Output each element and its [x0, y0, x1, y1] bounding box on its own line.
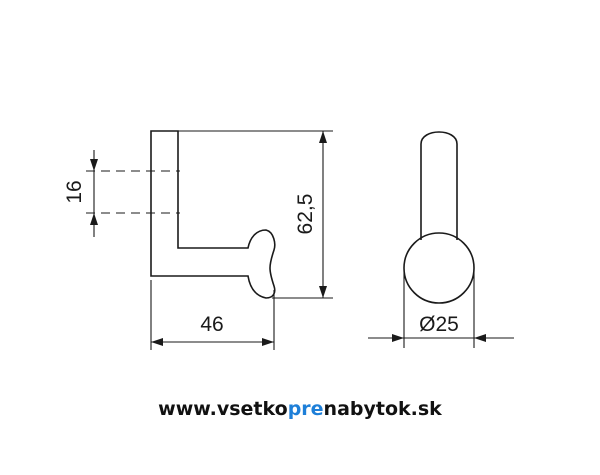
front-stem	[420, 131, 458, 240]
dim-16-arrow-top	[90, 159, 98, 171]
front-knob	[403, 232, 475, 304]
dim-62-arrow-top	[319, 131, 327, 143]
dim-d-label: Ø25	[419, 313, 459, 336]
hook-side-view	[150, 130, 276, 299]
technical-drawing: 16 62,5 46 Ø25	[63, 130, 514, 350]
website-url[interactable]: www.vsetkoprenabytok.sk	[0, 398, 600, 420]
dim-16-arrow-bottom	[90, 213, 98, 225]
hook-side-outline	[150, 130, 276, 299]
url-part-3: nabytok.sk	[323, 398, 442, 420]
dimension-16: 16	[63, 150, 98, 237]
dimension-diameter: Ø25	[368, 272, 514, 348]
dim-62-arrow-bottom	[319, 286, 327, 298]
dimension-62-5: 62,5	[170, 130, 333, 299]
dim-46-arrow-right	[262, 338, 274, 346]
dim-46-arrow-left	[151, 338, 163, 346]
hook-front-view	[403, 131, 475, 304]
dim-d-arrow-right	[474, 334, 486, 342]
dim-46-label: 46	[200, 313, 223, 336]
dim-16-label: 16	[63, 180, 86, 203]
url-part-accent: pre	[287, 398, 324, 420]
dim-62-label: 62,5	[294, 194, 317, 235]
url-part-1: www.vsetko	[158, 398, 288, 420]
dim-d-arrow-left	[392, 334, 404, 342]
dimension-46: 46	[150, 280, 275, 350]
